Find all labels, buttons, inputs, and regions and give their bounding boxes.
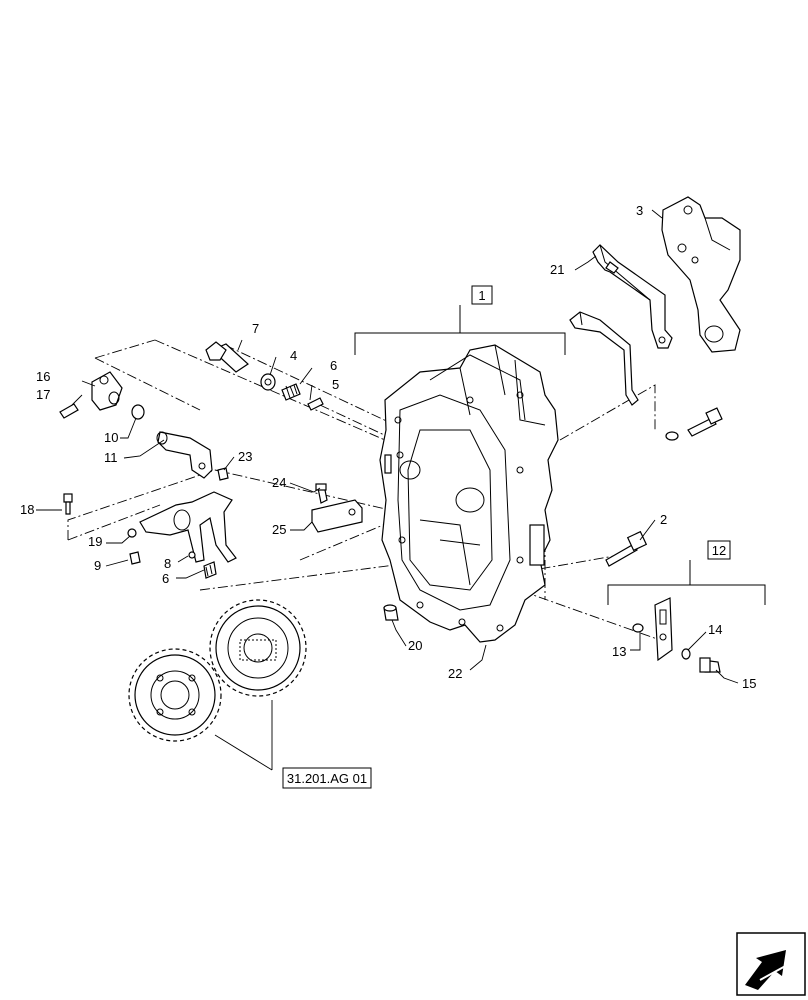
washer-spring-pin	[260, 373, 324, 411]
callout-11: 11	[104, 450, 118, 465]
callout-16: 16	[36, 369, 50, 384]
gear-housing	[379, 344, 559, 643]
callout-6-upper: 6	[330, 358, 337, 373]
callout-labels: 1 2 3 4 5 6 6 7 8 9 10 11 12 13 14 15 16…	[20, 203, 756, 691]
bracket-part-21	[592, 244, 673, 349]
plate-part-13	[632, 597, 673, 662]
callout-23: 23	[238, 449, 252, 464]
block-part-16	[59, 371, 123, 419]
callout-19: 19	[88, 534, 102, 549]
callout-7: 7	[252, 321, 259, 336]
callout-20: 20	[408, 638, 422, 653]
reference-label: 31.201.AG 01	[287, 771, 367, 786]
callout-3: 3	[636, 203, 643, 218]
callout-9: 9	[94, 558, 101, 573]
reference-box	[282, 767, 372, 789]
screw-washer-upper-right	[665, 407, 723, 441]
bracket-group-12	[607, 540, 766, 605]
callout-22: 22	[448, 666, 462, 681]
bushing-part-20	[383, 604, 399, 621]
callout-8: 8	[164, 556, 171, 571]
callout-5: 5	[332, 377, 339, 392]
callout-24: 24	[272, 475, 286, 490]
callout-13: 13	[612, 644, 626, 659]
callout-17: 17	[36, 387, 50, 402]
callout-12: 12	[712, 543, 726, 558]
bolt-part-2	[605, 530, 648, 567]
gear-large-rear	[128, 648, 222, 742]
plate-part-25	[311, 483, 363, 533]
callout-10: 10	[104, 430, 118, 445]
washer-screw-14-15	[681, 648, 721, 673]
reference-callout: 31.201.AG 01	[214, 700, 372, 789]
shaft-part-11	[131, 404, 213, 479]
screw-part-18	[63, 493, 73, 515]
bracket-group-1	[354, 285, 566, 355]
arrow-icon[interactable]	[736, 932, 806, 996]
bolt-part-7	[205, 341, 249, 373]
callout-box-1	[471, 285, 493, 305]
callout-18: 18	[20, 502, 34, 517]
callout-14: 14	[708, 622, 722, 637]
callout-1: 1	[478, 288, 485, 303]
callout-box-12	[707, 540, 731, 560]
small-parts-8-9-6	[129, 551, 217, 579]
small-bracket	[569, 311, 639, 406]
callout-4: 4	[290, 348, 297, 363]
gear-large-front	[209, 599, 307, 697]
center-lines	[67, 339, 661, 641]
callout-25: 25	[272, 522, 286, 537]
callout-15: 15	[742, 676, 756, 691]
callout-2: 2	[660, 512, 667, 527]
plate-part-3	[661, 196, 741, 353]
leader-lines	[36, 209, 739, 684]
pin-part-23	[217, 467, 229, 481]
callout-21: 21	[550, 262, 564, 277]
shift-fork	[127, 491, 237, 563]
callout-6-lower: 6	[162, 571, 169, 586]
